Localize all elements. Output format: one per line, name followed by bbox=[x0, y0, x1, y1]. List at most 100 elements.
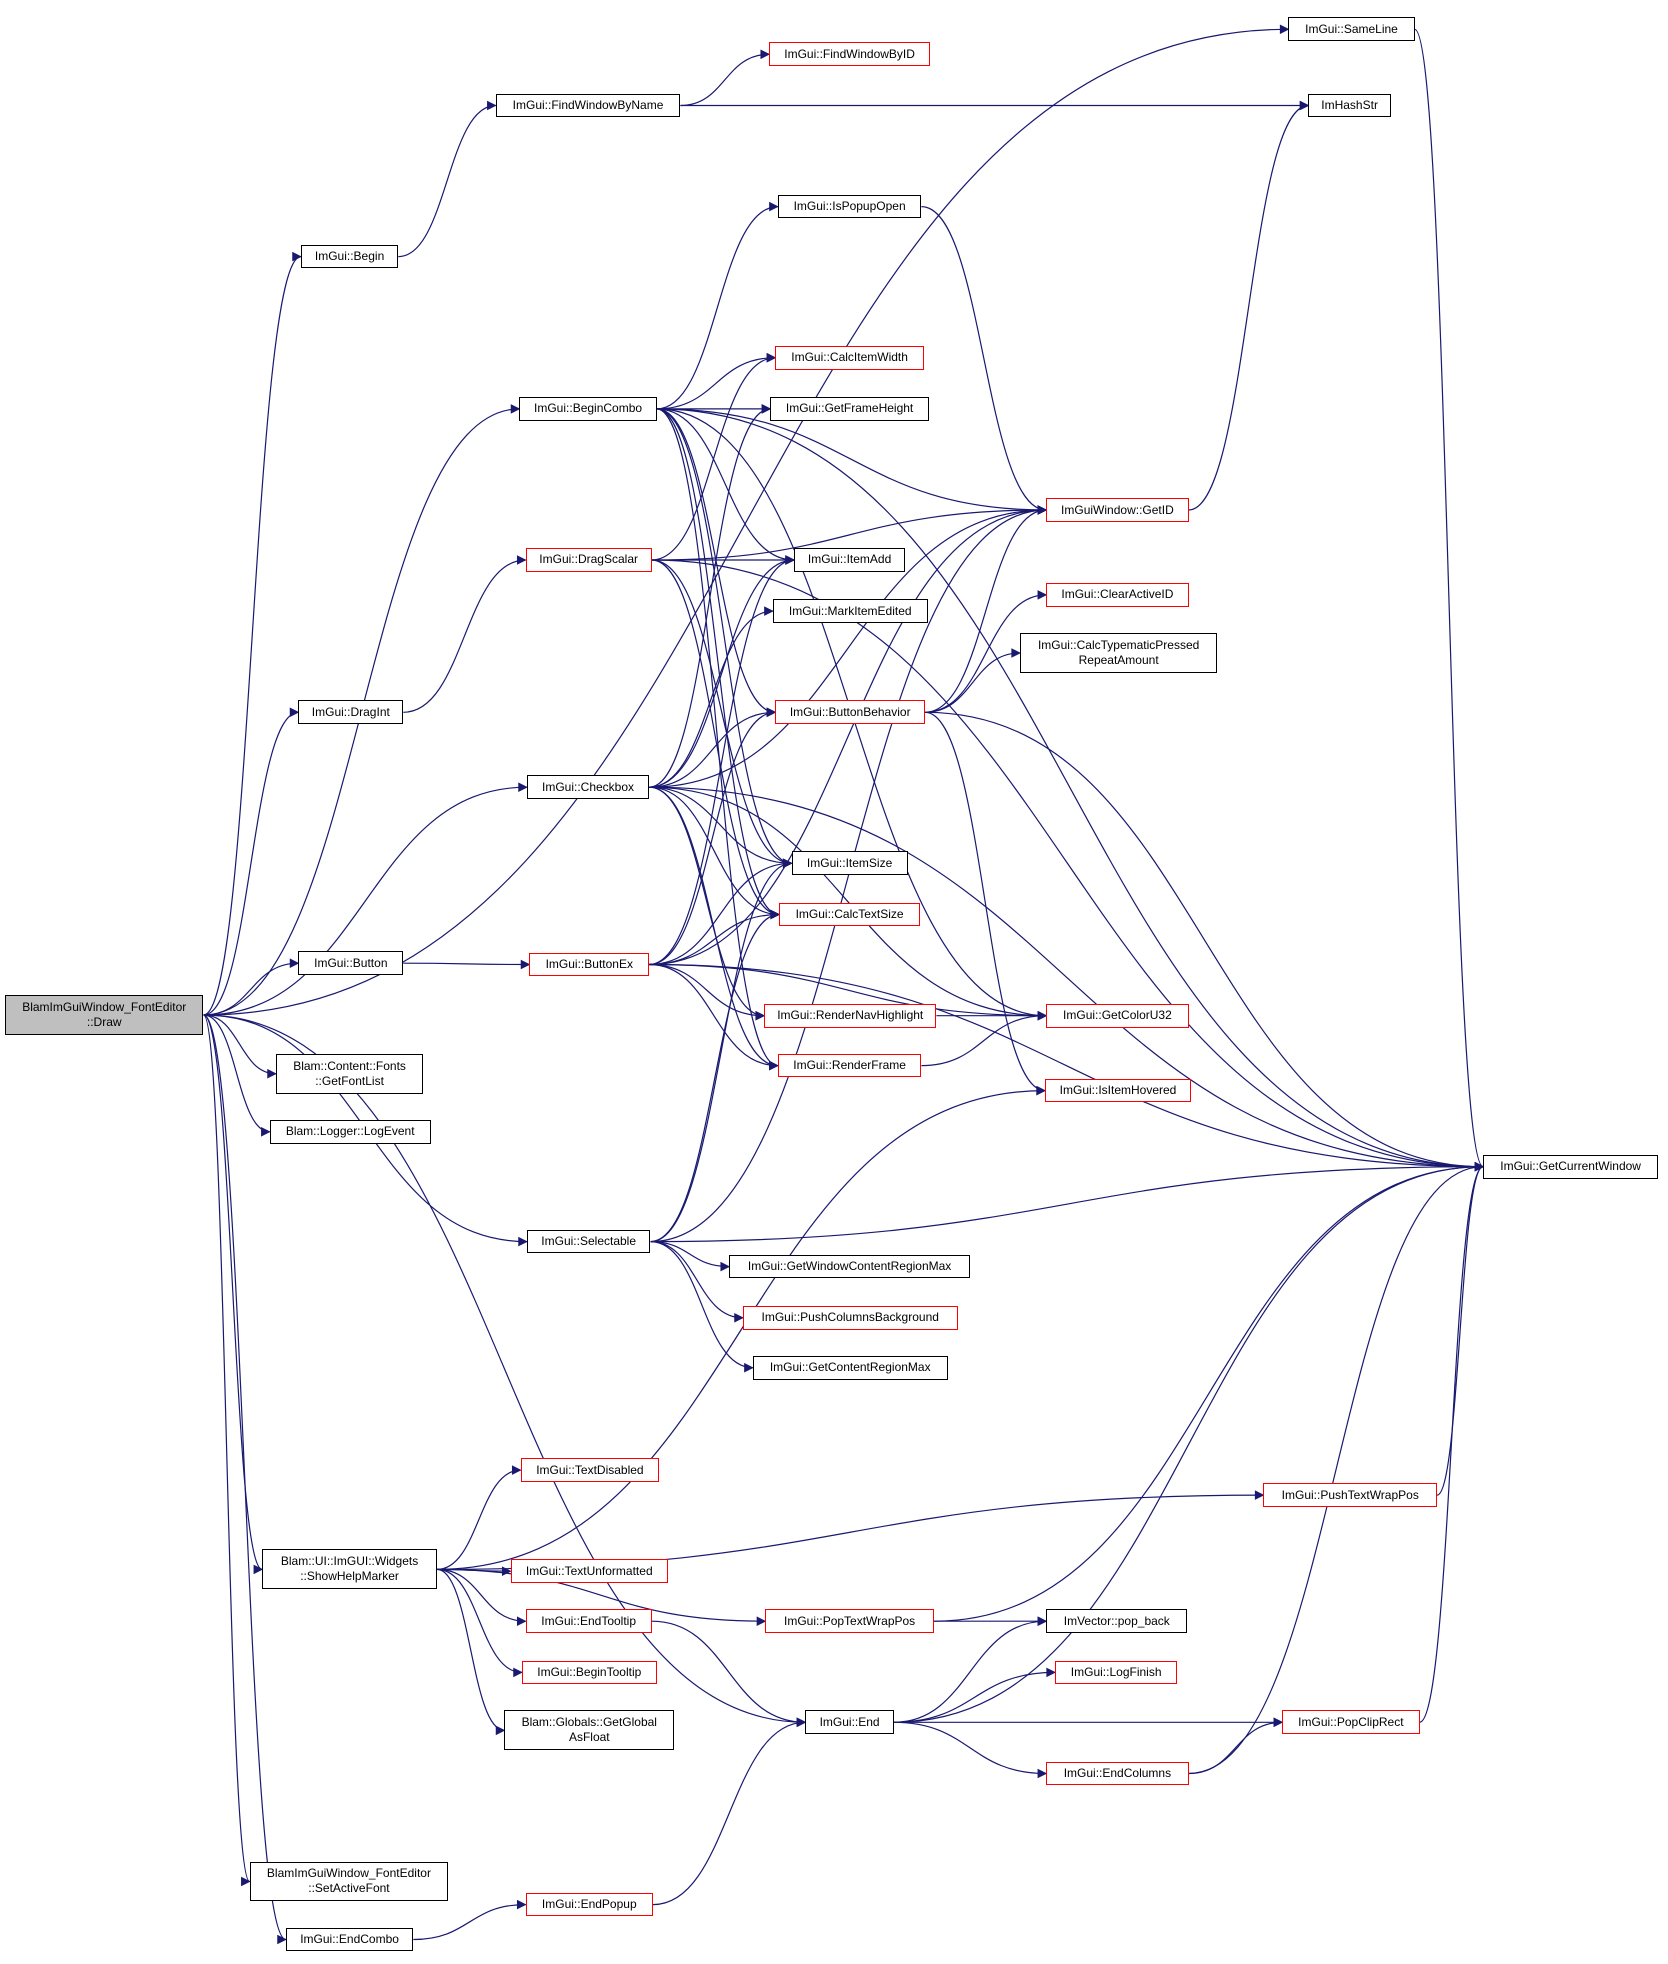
node-label: ImHashStr bbox=[1321, 97, 1378, 112]
node-endpopup[interactable]: ImGui::EndPopup bbox=[525, 1892, 653, 1917]
node-end[interactable]: ImGui::End bbox=[805, 1710, 894, 1735]
edge-selectable-to-pushcolumnsbackground bbox=[650, 1241, 744, 1323]
node-getcoloru32[interactable]: ImGui::GetColorU32 bbox=[1046, 1003, 1189, 1028]
node-endtooltip[interactable]: ImGui::EndTooltip bbox=[525, 1609, 652, 1634]
node-logevent[interactable]: Blam::Logger::LogEvent bbox=[269, 1119, 431, 1144]
edge-dragscalar-to-itemsize bbox=[651, 559, 793, 869]
edge-buttonbehavior-to-calctypematic bbox=[925, 648, 1021, 713]
node-popcliprect[interactable]: ImGui::PopClipRect bbox=[1282, 1710, 1420, 1735]
node-label: ImGui::End bbox=[819, 1714, 880, 1729]
edge-root-to-getfontlist bbox=[203, 1014, 277, 1079]
edge-renderframe-to-getcoloru32 bbox=[921, 1010, 1048, 1067]
node-label: ImGui::EndTooltip bbox=[541, 1613, 637, 1628]
edge-buttonbehavior-to-guiwindowgetid bbox=[925, 505, 1048, 713]
node-sameline[interactable]: ImGui::SameLine bbox=[1288, 17, 1415, 42]
node-guiwindowgetid[interactable]: ImGuiWindow::GetID bbox=[1046, 498, 1189, 522]
edge-root-to-setactivefont bbox=[202, 1014, 251, 1886]
node-label: ImGui::EndCombo bbox=[300, 1932, 399, 1947]
node-label: ImGui::Button bbox=[314, 955, 388, 970]
edge-selectable-to-calctextsize bbox=[650, 909, 781, 1243]
edge-findwindowbyname-to-findwindowbyid bbox=[680, 49, 771, 107]
node-getframeheight[interactable]: ImGui::GetFrameHeight bbox=[770, 397, 929, 421]
node-findwindowbyname[interactable]: ImGui::FindWindowByName bbox=[495, 93, 681, 118]
edge-begincombo-to-renderframe bbox=[656, 408, 779, 1071]
node-itemsize[interactable]: ImGui::ItemSize bbox=[791, 851, 908, 876]
edge-checkbox-to-itemadd bbox=[649, 555, 795, 788]
node-textunformatted[interactable]: ImGui::TextUnformatted bbox=[510, 1559, 668, 1584]
edge-end-to-popback bbox=[893, 1616, 1048, 1723]
node-showhelpmarker[interactable]: Blam::UI::ImGUI::Widgets::ShowHelpMarker bbox=[262, 1549, 437, 1590]
node-label: Blam::Globals::GetGlobal bbox=[521, 1715, 657, 1730]
node-renderframe[interactable]: ImGui::RenderFrame bbox=[777, 1053, 922, 1078]
edge-dragscalar-to-calcitemwidth bbox=[651, 352, 777, 561]
node-label: ImGui::IsPopupOpen bbox=[793, 199, 906, 214]
node-logfinish[interactable]: ImGui::LogFinish bbox=[1054, 1660, 1178, 1685]
edge-endcolumns-to-popcliprect bbox=[1188, 1717, 1284, 1775]
edge-checkbox-to-itemsize bbox=[649, 786, 793, 869]
node-itemadd[interactable]: ImGui::ItemAdd bbox=[794, 548, 906, 572]
node-textdisabled[interactable]: ImGui::TextDisabled bbox=[520, 1458, 660, 1482]
node-label: ImGuiWindow::GetID bbox=[1061, 502, 1174, 517]
node-buttonbehavior[interactable]: ImGui::ButtonBehavior bbox=[775, 700, 926, 725]
node-endcolumns[interactable]: ImGui::EndColumns bbox=[1046, 1761, 1189, 1786]
node-getfontlist[interactable]: Blam::Content::Fonts::GetFontList bbox=[275, 1053, 424, 1094]
node-pushtextwrappos[interactable]: ImGui::PushTextWrapPos bbox=[1263, 1483, 1438, 1507]
node-rendernavhighlight[interactable]: ImGui::RenderNavHighlight bbox=[764, 1003, 937, 1028]
edge-poptextwrappos-to-getcurrentwindow bbox=[933, 1161, 1485, 1622]
edge-buttonex-to-guiwindowgetid bbox=[649, 505, 1048, 966]
node-buttonex[interactable]: ImGui::ButtonEx bbox=[529, 952, 650, 977]
node-label: ImGui::RenderNavHighlight bbox=[777, 1008, 924, 1023]
node-label: ImGui::CalcTextSize bbox=[795, 907, 904, 922]
node-endcombo[interactable]: ImGui::EndCombo bbox=[285, 1927, 414, 1952]
node-setactivefont[interactable]: BlamImGuiWindow_FontEditor::SetActiveFon… bbox=[249, 1861, 449, 1902]
node-dragint[interactable]: ImGui::DragInt bbox=[298, 700, 404, 725]
edge-begin-to-findwindowbyname bbox=[398, 100, 497, 258]
edge-dragint-to-dragscalar bbox=[403, 555, 527, 713]
node-imhashstr[interactable]: ImHashStr bbox=[1308, 93, 1391, 118]
node-poptextwrappos[interactable]: ImGui::PopTextWrapPos bbox=[765, 1609, 934, 1634]
node-checkbox[interactable]: ImGui::Checkbox bbox=[526, 775, 650, 800]
node-pushcolumnsbackground[interactable]: ImGui::PushColumnsBackground bbox=[742, 1305, 958, 1330]
node-selectable[interactable]: ImGui::Selectable bbox=[526, 1229, 651, 1254]
node-label: ::ShowHelpMarker bbox=[300, 1569, 399, 1584]
node-label: Blam::Logger::LogEvent bbox=[285, 1124, 415, 1139]
node-label: ImGui::FindWindowByName bbox=[512, 97, 664, 112]
node-calctextsize[interactable]: ImGui::CalcTextSize bbox=[779, 902, 921, 927]
node-begin[interactable]: ImGui::Begin bbox=[300, 244, 399, 269]
node-isitemhovered[interactable]: ImGui::IsItemHovered bbox=[1044, 1078, 1192, 1103]
node-label: ImGui::Checkbox bbox=[542, 779, 635, 794]
edge-checkbox-to-markitemedited bbox=[649, 606, 774, 788]
node-calcitemwidth[interactable]: ImGui::CalcItemWidth bbox=[775, 345, 924, 370]
node-label: BlamImGuiWindow_FontEditor bbox=[22, 1000, 187, 1015]
node-label: ImGui::SameLine bbox=[1305, 21, 1398, 36]
node-clearactiveid[interactable]: ImGui::ClearActiveID bbox=[1046, 583, 1189, 607]
node-findwindowbyid[interactable]: ImGui::FindWindowByID bbox=[769, 42, 931, 67]
node-label: ImGui::IsItemHovered bbox=[1059, 1083, 1177, 1098]
node-ispopupopen[interactable]: ImGui::IsPopupOpen bbox=[777, 194, 922, 219]
node-label: Blam::UI::ImGUI::Widgets bbox=[280, 1554, 419, 1569]
node-button[interactable]: ImGui::Button bbox=[298, 951, 404, 976]
edge-root-to-dragint bbox=[203, 707, 300, 1016]
node-dragscalar[interactable]: ImGui::DragScalar bbox=[525, 548, 652, 572]
edge-buttonex-to-rendernavhighlight bbox=[649, 963, 766, 1021]
node-getcurrentwindow[interactable]: ImGui::GetCurrentWindow bbox=[1483, 1154, 1658, 1179]
edge-begincombo-to-calcitemwidth bbox=[656, 352, 777, 410]
edge-endpopup-to-end bbox=[652, 1717, 807, 1906]
node-begincombo[interactable]: ImGui::BeginCombo bbox=[519, 397, 657, 421]
edge-begincombo-to-ispopupopen bbox=[656, 201, 779, 410]
edge-begincombo-to-getcurrentwindow bbox=[656, 408, 1485, 1172]
node-begintooltip[interactable]: ImGui::BeginTooltip bbox=[521, 1660, 657, 1685]
node-label: ImGui::Begin bbox=[314, 249, 385, 264]
node-label: ImGui::PushColumnsBackground bbox=[761, 1310, 939, 1325]
edge-root-to-button bbox=[203, 958, 300, 1016]
node-getwindowcontentregionmax[interactable]: ImGui::GetWindowContentRegionMax bbox=[729, 1254, 971, 1279]
node-label: ImGui::GetCurrentWindow bbox=[1500, 1159, 1641, 1174]
node-markitemedited[interactable]: ImGui::MarkItemEdited bbox=[772, 599, 928, 623]
node-getcontentregionmax[interactable]: ImGui::GetContentRegionMax bbox=[752, 1355, 948, 1380]
edge-end-to-getcurrentwindow bbox=[893, 1161, 1485, 1723]
node-popback[interactable]: ImVector::pop_back bbox=[1046, 1609, 1188, 1634]
edge-dragscalar-to-getcurrentwindow bbox=[651, 559, 1485, 1172]
edge-button-to-buttonex bbox=[403, 959, 531, 970]
